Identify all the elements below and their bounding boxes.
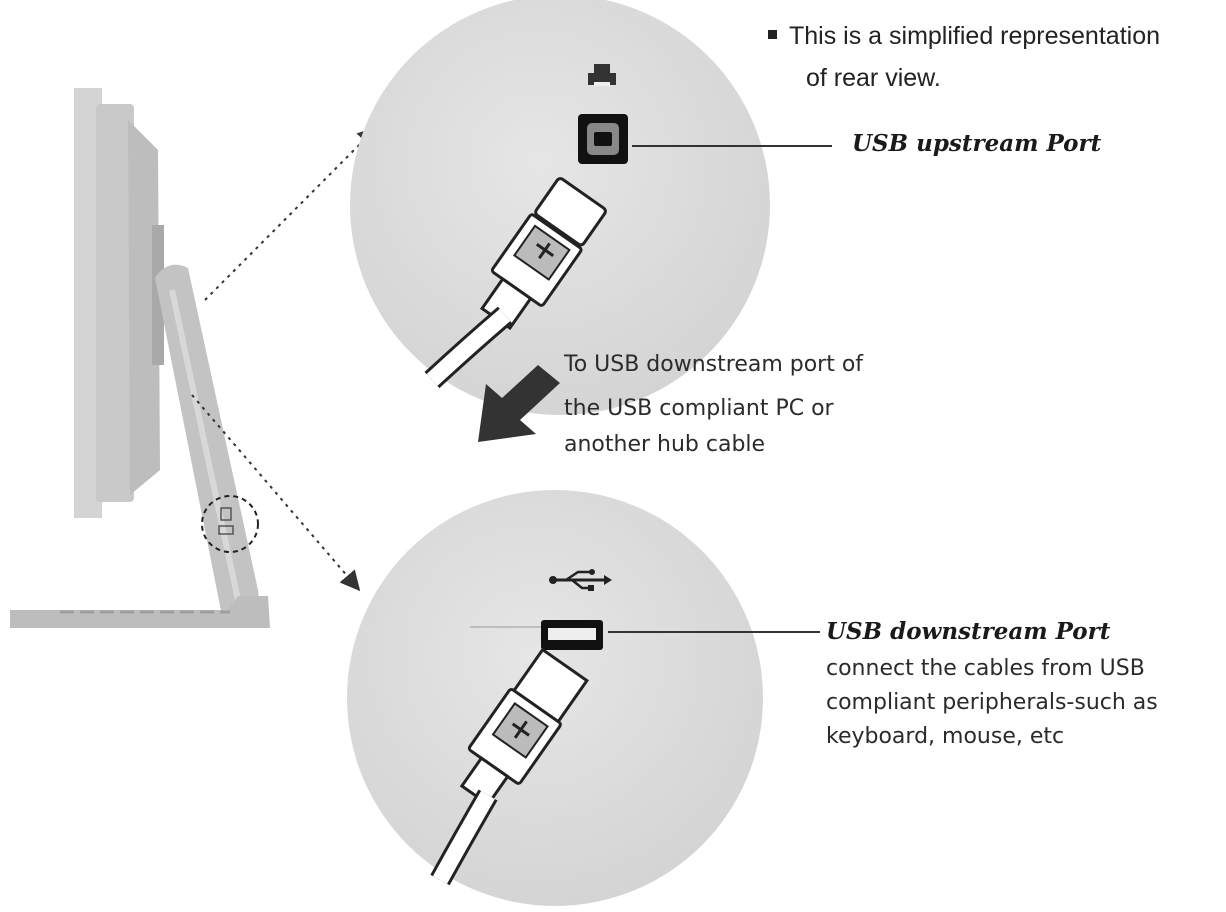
upstream-cable (426, 308, 511, 386)
downstream-desc-line-3: keyboard, mouse, etc (826, 724, 1065, 749)
monitor-body (96, 104, 134, 502)
bullet-icon (768, 29, 777, 39)
direction-arrow (478, 365, 560, 442)
downstream-cable (432, 790, 495, 884)
stand-arm-highlight (169, 289, 241, 601)
upstream-port-label: USB upstream Port (852, 130, 1102, 157)
port-upstream-mark (220, 507, 232, 521)
cable-direction-line-3: another hub cable (564, 432, 766, 457)
downstream-port-label: USB downstream Port (826, 618, 1111, 645)
usb-trident-icon (549, 569, 612, 591)
note-line-1: This is a simplified representation (768, 20, 1160, 52)
port-location-circle (201, 495, 259, 553)
monitor-side-view (10, 88, 270, 628)
downstream-port-inner (548, 628, 596, 640)
monitor-rear-shell (128, 120, 160, 495)
port-downstream-mark (218, 525, 234, 535)
downstream-desc-line-2: compliant peripherals-such as (826, 690, 1158, 715)
cable-direction-line-2: the USB compliant PC or (564, 396, 834, 421)
downstream-leader-line (191, 394, 361, 592)
printer-icon (588, 64, 616, 86)
downstream-zoom (347, 490, 820, 906)
downstream-cable-plug (459, 647, 589, 807)
upstream-cable-plug (479, 177, 607, 331)
upstream-leader-line (204, 126, 378, 301)
note-line-2: of rear view. (806, 64, 941, 92)
upstream-zoom (350, 0, 832, 415)
downstream-desc-line-1: connect the cables from USB (826, 656, 1145, 681)
monitor-hinge (152, 225, 164, 365)
note-text-1: This is a simplified representation (789, 22, 1160, 50)
cable-direction-line-1: To USB downstream port of (564, 352, 864, 377)
